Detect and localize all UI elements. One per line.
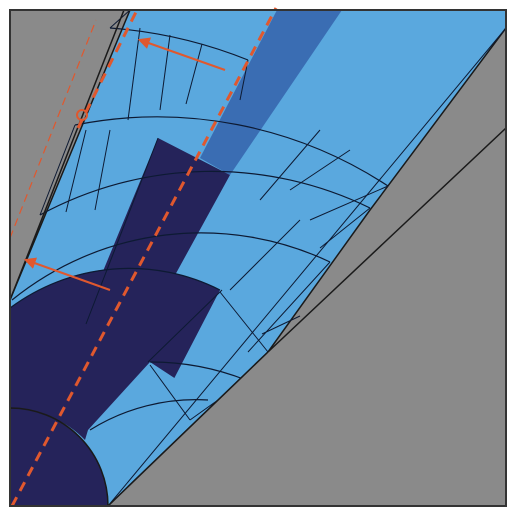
lower-right-background [108, 130, 506, 506]
dashed-line-left [76, 7, 140, 129]
boundary-line-left [10, 10, 125, 301]
dashed-line-center [10, 7, 278, 507]
grid-arcs [10, 27, 389, 431]
circle-marker [76, 109, 88, 121]
dashed-line-thin [9, 19, 97, 239]
frame-border [9, 9, 507, 507]
boundary-line-lower [267, 127, 506, 353]
arrow-upper [137, 37, 226, 71]
inner-dark-sector [10, 407, 109, 506]
boundary-line-edge [107, 351, 269, 506]
arrow-lower [23, 257, 111, 291]
medium-band-region [200, 10, 342, 175]
dashed-lines [9, 7, 278, 507]
